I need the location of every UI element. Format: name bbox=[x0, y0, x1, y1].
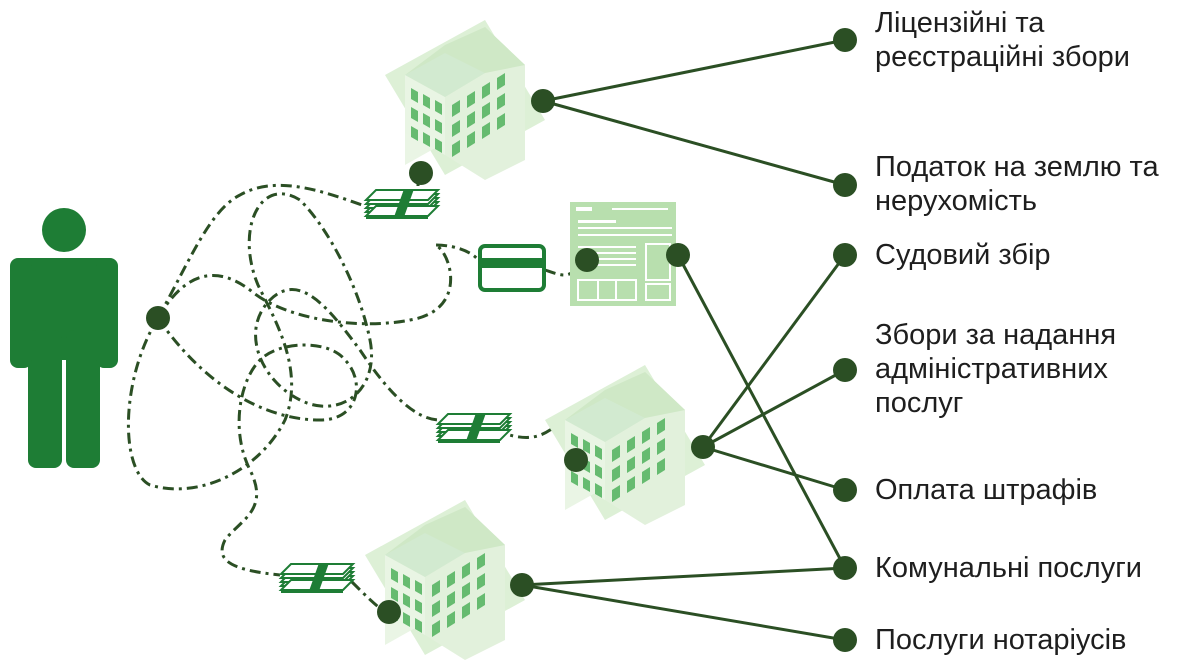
connection-nodes bbox=[146, 28, 857, 652]
label-line: нерухомість bbox=[875, 185, 1038, 217]
cash-bundle-icon bbox=[365, 188, 439, 219]
label-admin-service-fees: Збори за надання адміністративних послуг bbox=[875, 318, 1116, 420]
building-icon bbox=[545, 365, 705, 525]
label-line: адміністративних bbox=[875, 353, 1108, 385]
label-fines-payment: Оплата штрафів bbox=[875, 474, 1098, 506]
cash-bundle-icon bbox=[437, 412, 511, 443]
building-icon bbox=[365, 500, 525, 660]
bank-card-icon bbox=[478, 244, 546, 292]
label-line: Ліцензійні та bbox=[875, 7, 1045, 39]
label-line: Збори за надання bbox=[875, 319, 1117, 351]
person-icon bbox=[10, 208, 118, 468]
cash-bundle-icon bbox=[280, 562, 354, 593]
label-line: Податок на землю та bbox=[875, 151, 1159, 183]
label-notary-services: Послуги нотаріусів bbox=[875, 624, 1127, 656]
connection-lines bbox=[521, 38, 847, 642]
label-line: реєстраційні збори bbox=[875, 41, 1130, 73]
building-icon bbox=[385, 20, 545, 180]
payment-form-icon bbox=[570, 202, 676, 306]
payment-path bbox=[126, 175, 580, 614]
label-licensing-fees: Ліцензійні та реєстраційні збори bbox=[875, 6, 1130, 74]
label-land-property-tax: Податок на землю та нерухомість bbox=[875, 150, 1159, 218]
label-court-fee: Судовий збір bbox=[875, 239, 1051, 271]
label-utilities: Комунальні послуги bbox=[875, 552, 1143, 584]
label-line: послуг bbox=[875, 387, 964, 419]
